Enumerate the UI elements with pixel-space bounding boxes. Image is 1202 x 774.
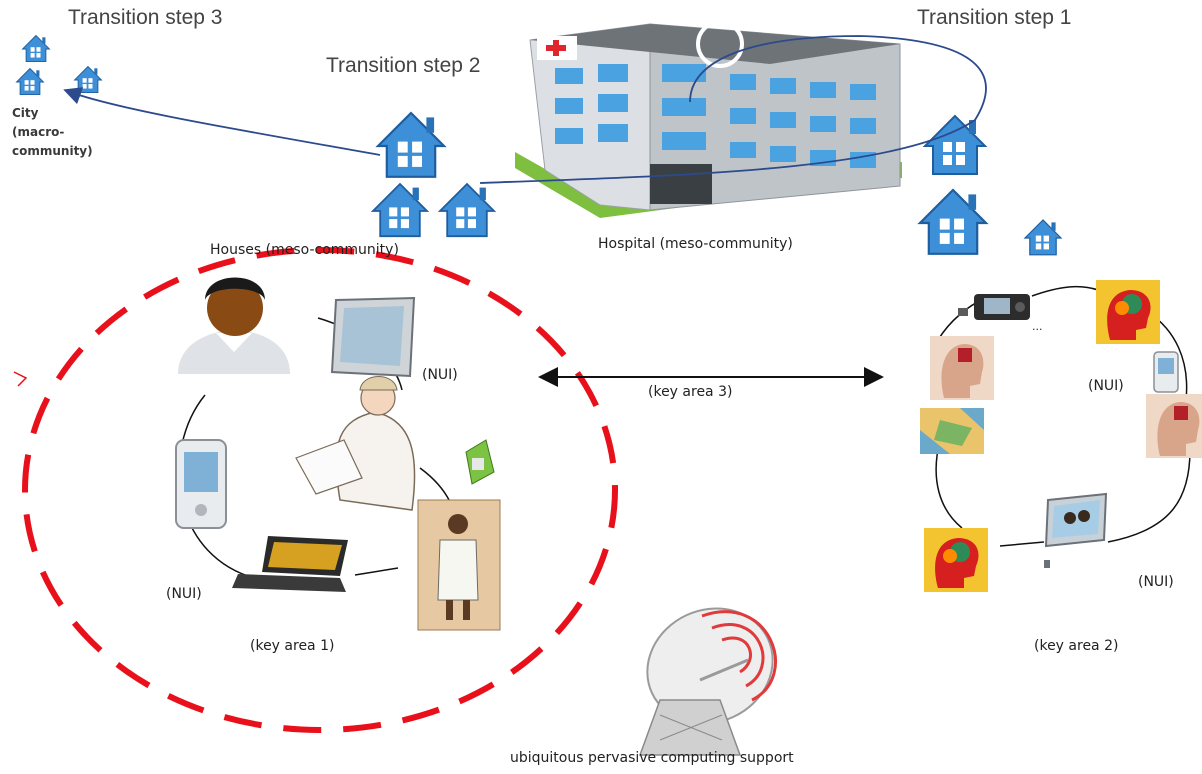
transition-step-2-label: Transition step 2 [326,54,481,77]
pda-right-icon [1153,351,1179,393]
pale-head-icon [930,336,994,400]
red-pointer-mark [13,371,28,387]
key-area-2-label: (key area 2) [1034,638,1119,654]
transition-path-1 [479,35,987,184]
video-call-monitor-icon [1044,492,1108,568]
key-area-3-label: (key area 3) [648,384,733,400]
nui-label-right-bottom: (NUI) [1138,574,1174,590]
doctor-avatar-icon [178,277,290,374]
laptop-icon [232,536,348,592]
hospital-building-icon [515,20,902,218]
key-area-1-label: (key area 1) [250,638,335,654]
transition-arrow-2 [63,87,381,156]
houses-label: Houses (meso-community) [210,242,399,258]
brain-head-icon [1096,280,1160,344]
projector-icon [958,294,1030,320]
support-label: ubiquitous pervasive computing support [510,750,794,766]
transition-step-3-label: Transition step 3 [68,6,223,29]
ellipsis-label: ... [1032,320,1043,333]
physician-icon [417,499,501,631]
left-houses-icon [372,111,495,238]
tablet-icon [330,296,416,378]
key-area-1-highlight [22,247,618,733]
hospital-label: Hospital (meso-community) [598,236,793,252]
pda-icon [175,439,227,529]
green-device-icon [465,439,495,485]
satellite-dish-icon [638,607,777,756]
city-label-line3: community) [12,144,93,158]
city-label-line2: (macro- [12,125,65,139]
nui-label-right-mid: (NUI) [1088,378,1124,394]
pale-head-icon [1146,394,1202,458]
nurse-icon [295,376,416,511]
nui-label-bottom-left: (NUI) [166,586,202,602]
transition-step-1-label: Transition step 1 [917,6,1072,29]
map-icon [920,408,984,454]
city-label-line1: City [12,106,39,120]
brain-head-icon [924,528,988,592]
city-houses-icon [16,35,102,96]
nui-label-top-left: (NUI) [422,367,458,383]
